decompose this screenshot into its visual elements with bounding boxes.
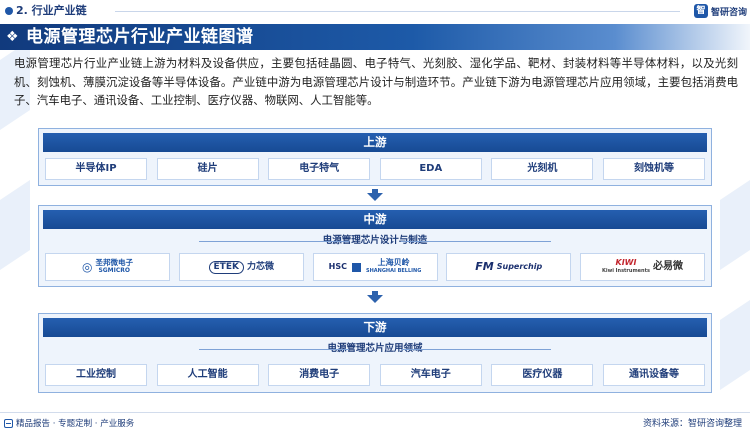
etek-mark-icon: ETEK <box>208 260 244 274</box>
fm-mark-icon: FM <box>475 260 494 273</box>
down-arrow-stem <box>372 291 378 295</box>
upstream-section: 上游 半导体IP 硅片 电子特气 EDA 光刻机 刻蚀机等 <box>38 128 712 186</box>
company-logo-belling: HSC 上海贝岭 SHANGHAI BELLING <box>312 253 438 281</box>
upstream-item: 硅片 <box>156 158 259 180</box>
midstream-logos: ◎ 圣邦微电子 SGMICRO ETEK 力芯微 HSC 上海贝岭 SHANGH… <box>39 253 711 281</box>
downstream-item: 汽车电子 <box>379 364 482 386</box>
footer-divider <box>0 412 750 413</box>
company-logo-sgmicro: ◎ 圣邦微电子 SGMICRO <box>45 253 170 281</box>
upstream-item: 电子特气 <box>268 158 371 180</box>
midstream-subtitle: 电源管理芯片设计与制造 <box>39 234 711 248</box>
down-arrow-stem <box>372 189 378 193</box>
brand-mark-icon: 智 <box>694 4 708 18</box>
footer-services: 精品报告 · 专题定制 · 产业服务 <box>4 417 134 429</box>
midstream-header: 中游 <box>43 210 707 229</box>
hsc-mark-icon: HSC <box>328 262 347 271</box>
report-icon <box>4 418 13 428</box>
sgmicro-mark-icon: ◎ <box>82 260 93 274</box>
brand-name: 智研咨询 <box>711 7 748 18</box>
company-logo-kiwi: KIWI Kiwi Instruments 必易微 <box>580 253 705 281</box>
header-divider <box>115 11 680 12</box>
downstream-item: 通讯设备等 <box>602 364 705 386</box>
downstream-item: 人工智能 <box>156 364 259 386</box>
upstream-header: 上游 <box>43 133 707 152</box>
logo-sub: SGMICRO <box>98 267 131 274</box>
logo-name: 上海贝岭 <box>377 258 410 267</box>
logo-sub: SHANGHAI BELLING <box>365 268 422 274</box>
downstream-subtitle: 电源管理芯片应用领域 <box>39 342 711 356</box>
brand-logo: 智 智研咨询 <box>694 3 747 19</box>
belling-square-icon <box>351 262 361 272</box>
company-logo-superchip: FM Superchip <box>446 253 572 281</box>
logo-name: 必易微 <box>653 261 683 272</box>
downstream-item: 消费电子 <box>268 364 371 386</box>
kiwi-mark-icon: KIWI <box>615 258 637 267</box>
footer-services-text: 精品报告 · 专题定制 · 产业服务 <box>16 419 135 429</box>
logo-sub: Kiwi Instruments <box>601 268 650 274</box>
title-bar: ❖ 电源管理芯片行业产业链图谱 <box>0 24 750 50</box>
upstream-items: 半导体IP 硅片 电子特气 EDA 光刻机 刻蚀机等 <box>39 158 711 180</box>
upstream-item: 光刻机 <box>491 158 594 180</box>
down-arrow-icon <box>367 193 383 201</box>
footer-source: 资料来源：智研咨询整理 <box>642 419 742 429</box>
upstream-item: EDA <box>379 158 482 180</box>
downstream-item: 工业控制 <box>45 364 147 386</box>
downstream-items: 工业控制 人工智能 消费电子 汽车电子 医疗仪器 通讯设备等 <box>39 364 711 386</box>
down-arrow-icon <box>367 295 383 303</box>
logo-name: 力芯微 <box>246 262 274 272</box>
logo-name: 圣邦微电子 <box>95 258 133 267</box>
upstream-item: 半导体IP <box>45 158 147 180</box>
top-header: 2. 行业产业链 智 智研咨询 <box>0 0 750 22</box>
downstream-section: 下游 电源管理芯片应用领域 工业控制 人工智能 消费电子 汽车电子 医疗仪器 通… <box>38 313 712 393</box>
page-title: 电源管理芯片行业产业链图谱 <box>26 27 254 47</box>
section-label: 2. 行业产业链 <box>16 4 87 17</box>
double-chevron-icon: ❖ <box>6 29 19 45</box>
downstream-header: 下游 <box>43 318 707 337</box>
company-logo-etek: ETEK 力芯微 <box>178 253 304 281</box>
logo-name: Superchip <box>496 262 543 271</box>
midstream-section: 中游 电源管理芯片设计与制造 ◎ 圣邦微电子 SGMICRO ETEK 力芯微 … <box>38 205 712 287</box>
intro-paragraph: 电源管理芯片行业产业链上游为材料及设备供应，主要包括硅晶圆、电子特气、光刻胶、湿… <box>14 56 738 107</box>
section-bullet-icon <box>5 7 13 15</box>
upstream-item: 刻蚀机等 <box>602 158 705 180</box>
downstream-item: 医疗仪器 <box>491 364 594 386</box>
